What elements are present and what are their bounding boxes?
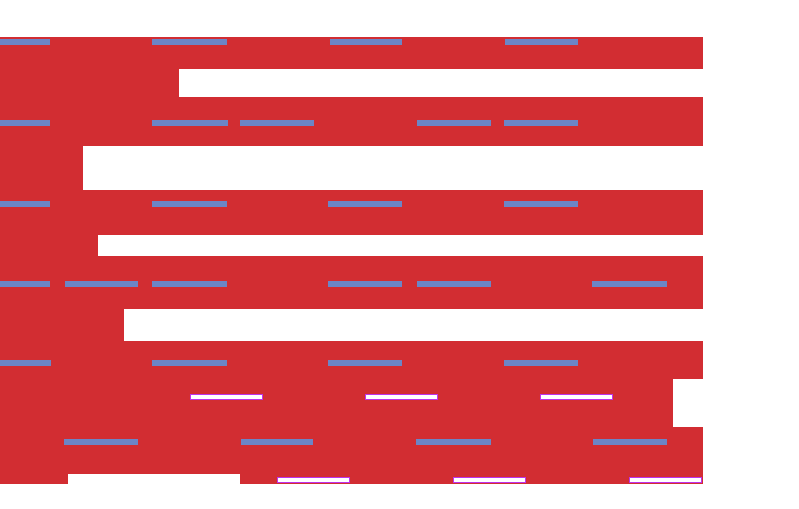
highlighted-link[interactable] xyxy=(453,477,526,483)
link-underline[interactable] xyxy=(240,120,314,126)
highlighted-link[interactable] xyxy=(277,477,350,483)
link-underline[interactable] xyxy=(65,281,138,287)
link-underline[interactable] xyxy=(152,39,227,45)
link-underline[interactable] xyxy=(0,360,51,366)
link-underline[interactable] xyxy=(152,120,228,126)
link-underline[interactable] xyxy=(416,439,491,445)
redacted-text-block xyxy=(0,146,83,190)
highlighted-link[interactable] xyxy=(629,477,702,483)
redacted-text-block xyxy=(0,97,703,146)
link-underline[interactable] xyxy=(0,201,50,207)
link-underline[interactable] xyxy=(328,360,402,366)
link-underline[interactable] xyxy=(0,39,50,45)
paragraph-gap-notch xyxy=(673,379,703,427)
link-underline[interactable] xyxy=(241,439,313,445)
link-underline[interactable] xyxy=(152,281,227,287)
link-underline[interactable] xyxy=(328,201,402,207)
link-underline[interactable] xyxy=(417,281,491,287)
link-underline[interactable] xyxy=(152,360,227,366)
link-underline[interactable] xyxy=(505,39,578,45)
redacted-text-block xyxy=(0,235,98,256)
paragraph-gap-notch xyxy=(68,474,240,484)
link-underline[interactable] xyxy=(504,201,578,207)
redacted-text-block xyxy=(0,69,179,97)
link-underline[interactable] xyxy=(0,281,50,287)
link-underline[interactable] xyxy=(152,201,227,207)
link-underline[interactable] xyxy=(592,281,667,287)
link-underline[interactable] xyxy=(593,439,667,445)
highlighted-link[interactable] xyxy=(540,394,613,400)
redacted-text-block xyxy=(0,309,124,341)
link-underline[interactable] xyxy=(330,39,402,45)
link-underline[interactable] xyxy=(504,120,578,126)
highlighted-link[interactable] xyxy=(190,394,263,400)
link-underline[interactable] xyxy=(0,120,50,126)
link-underline[interactable] xyxy=(328,281,402,287)
highlighted-link[interactable] xyxy=(365,394,438,400)
link-underline[interactable] xyxy=(417,120,491,126)
link-underline[interactable] xyxy=(504,360,578,366)
link-underline[interactable] xyxy=(64,439,138,445)
redacted-text-block xyxy=(0,190,703,235)
